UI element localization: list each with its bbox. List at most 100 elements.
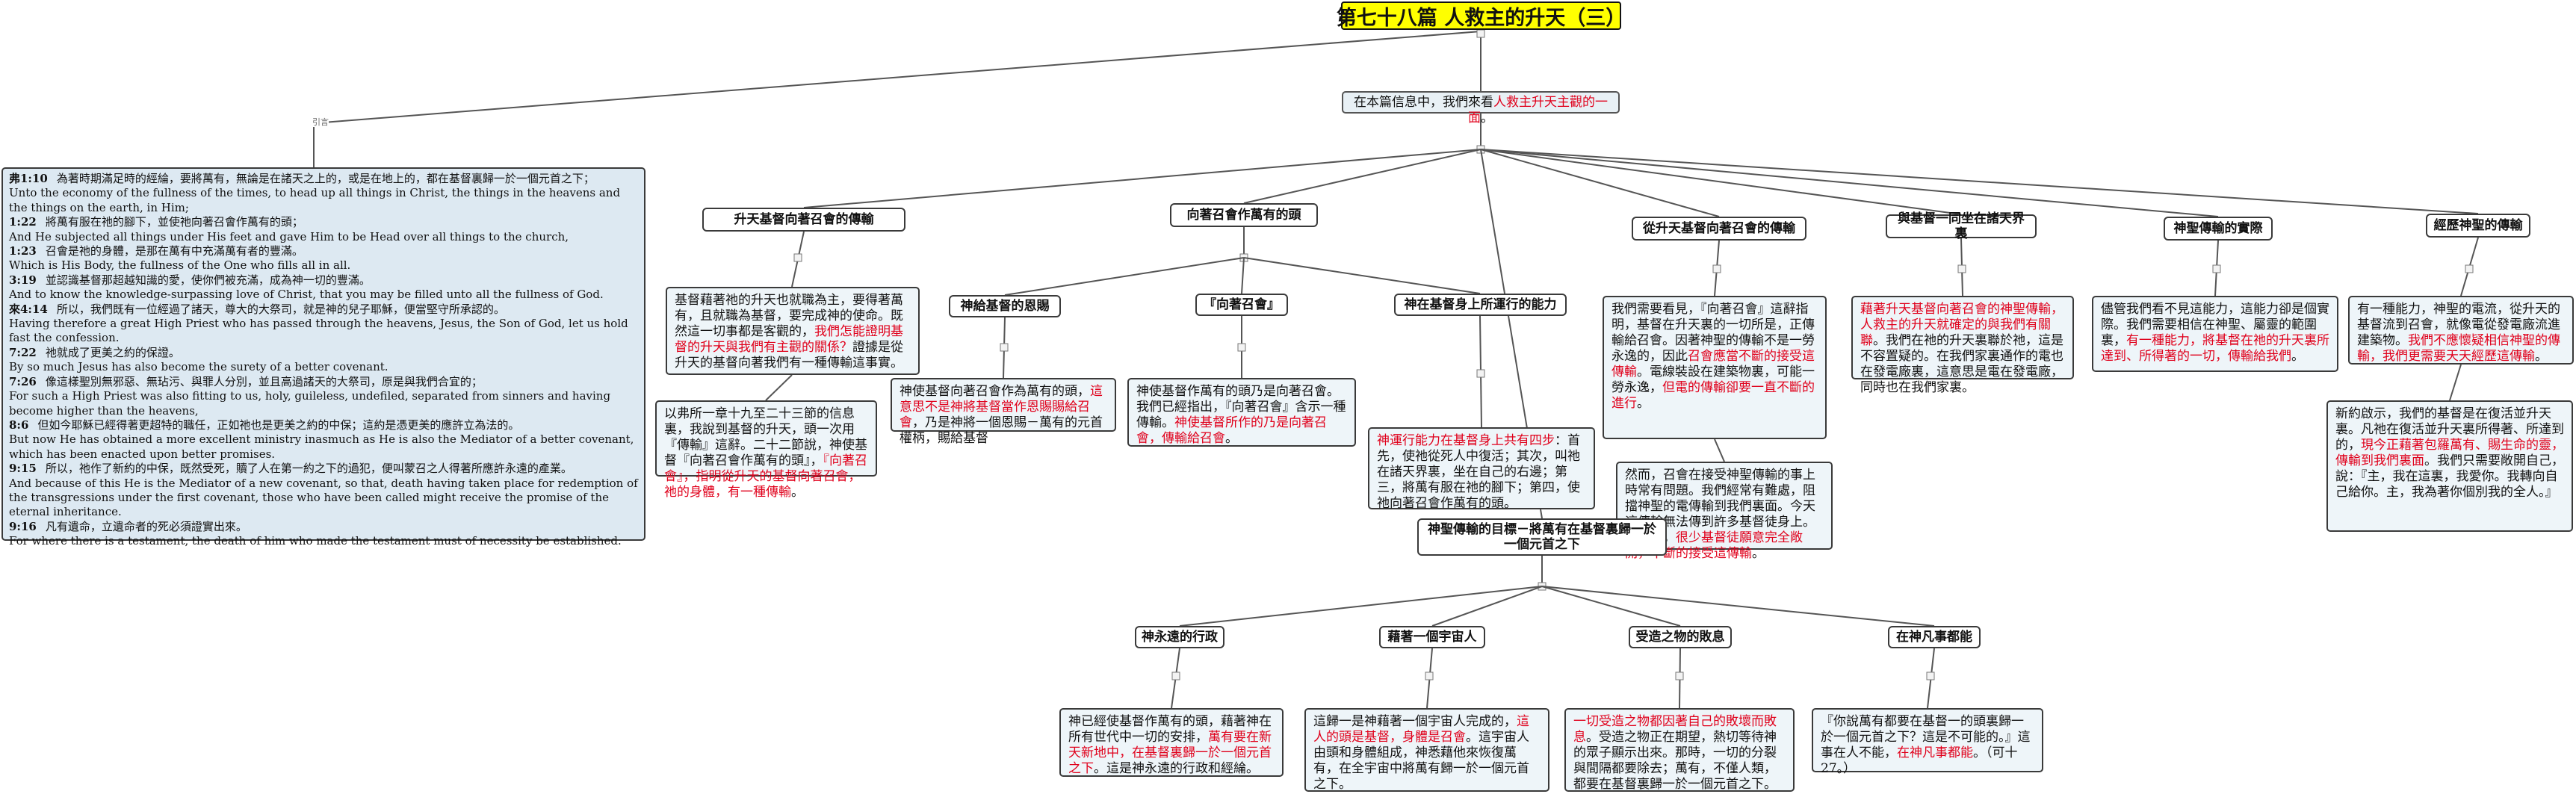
- verse-ref: 弗1:10: [9, 172, 48, 185]
- verse-english: For where there is a testament, the deat…: [9, 534, 622, 548]
- verse-chinese: 為著時期滿足時的經綸，要將萬有，無論是在諸天之上的，或是在地上的，都在基督裏歸一…: [56, 172, 595, 185]
- expand-knob-icon[interactable]: [1712, 264, 1721, 273]
- verse-english: And to know the knowledge-surpassing lov…: [9, 288, 604, 302]
- g1-post: 。這是神永遠的行政和經綸。: [1094, 761, 1259, 776]
- branch-label-experience-transmission[interactable]: 經歷神聖的傳輸: [2426, 214, 2530, 238]
- g1-pre: 神已經使基督作萬有的頭，藉著神在所有世代中一切的安排，: [1068, 714, 1272, 745]
- expand-knob-icon[interactable]: [1000, 343, 1009, 352]
- verse-english: By so much Jesus has also become the sur…: [9, 360, 388, 374]
- scripture-verses-panel[interactable]: 弗1:10 為著時期滿足時的經綸，要將萬有，無論是在諸天之上的，或是在地上的，都在…: [1, 167, 645, 548]
- b6t2-post: 。我們只需要敞開自己，說：『主，我在這裏，我愛你。我轉向自己給你。主，我為著你個…: [2335, 453, 2564, 500]
- verse-english: For such a High Priest was also fitting …: [9, 389, 611, 418]
- s3-post: ：首先，使祂從死人中復活；其次，叫祂在諸天界裏，坐在自己的右邊；第三，將萬有服在…: [1377, 433, 1580, 511]
- branch4-text1[interactable]: 藉著升天基督向著召會的神聖傳輸，人救主的升天就確定的與我們有關聯。我們在祂的升天…: [1851, 296, 2074, 395]
- expand-knob-icon[interactable]: [1171, 672, 1180, 680]
- b3t2-post: 。: [1752, 546, 1765, 561]
- goal-sub-text-universal-man[interactable]: 這歸一是神藉著一個宇宙人完成的，這人的頭是基督，身體是召會。這宇宙人由頭和身體組…: [1304, 708, 1549, 792]
- intro-pre: 在本篇信息中，我們來看: [1354, 95, 1493, 110]
- expand-knob-icon[interactable]: [793, 253, 802, 262]
- branch5-text1[interactable]: 儘管我們看不見這能力，這能力卻是個實際。我們需要相信在神聖、屬靈的範圍裏，有一種…: [2092, 296, 2338, 372]
- branch3-text1[interactable]: 我們需要看見，『向著召會』這辭指明，基督在升天裏的一切所是，正傳輸給召會。因著神…: [1603, 296, 1827, 439]
- b6t1-red: 我們不應懷疑相信神聖的傳輸，我們更需要天天經歷這傳輸: [2357, 333, 2560, 364]
- expand-knob-icon[interactable]: [2465, 264, 2474, 273]
- b1t1-post: 證據是從升天的基督向著我們有一種傳輸這事實。: [675, 340, 903, 370]
- b1t2-red: 『向著召會』，指明從升天的基督向著召會，祂的身體，有一種傳輸: [664, 453, 867, 500]
- intro-statement[interactable]: 在本篇信息中，我們來看人救主升天主觀的一面。: [1342, 91, 1620, 125]
- sub-text-power-operated[interactable]: 神運行能力在基督身上共有四步：首先，使祂從死人中復活；其次，叫祂在諸天界裏，坐在…: [1368, 427, 1595, 511]
- sub-label-to-the-church[interactable]: 『向著召會』: [1195, 294, 1288, 316]
- s2-red: 神使基督所作的乃是向著召會，傳輸給召會: [1136, 415, 1327, 446]
- g2-pre: 這歸一是神藉著一個宇宙人完成的，: [1313, 714, 1517, 729]
- sub-label-gift[interactable]: 神給基督的恩賜: [949, 295, 1061, 317]
- g4-post: 。（可十27。）: [1821, 745, 2018, 776]
- hub-to-branch: [1480, 149, 1962, 215]
- verse-chinese: 祂就成了更美之約的保證。: [45, 345, 180, 359]
- expand-knob-icon[interactable]: [1237, 343, 1246, 352]
- intro-post: 。: [1481, 111, 1493, 125]
- goal-hub-to-sub: [1541, 586, 1935, 627]
- g4-red: 在神凡事都能: [1897, 745, 1973, 760]
- branch6-text1[interactable]: 有一種能力，神聖的電流，從升天的基督流到召會，就像電從發電廠流進建築物。我們不應…: [2348, 296, 2574, 365]
- g1-red: 萬有要在新天新地中，在基督裏歸一於一個元首之下: [1068, 730, 1272, 776]
- verse-row: 弗1:10 為著時期滿足時的經綸，要將萬有，無論是在諸天之上的，或是在地上的，都在…: [9, 172, 638, 215]
- verse-chinese: 所以，我們既有一位經過了諸天，尊大的大祭司，就是神的兒子耶穌，便當堅守所承認的。: [56, 302, 505, 316]
- expand-knob-icon[interactable]: [1476, 29, 1485, 38]
- expand-knob-icon[interactable]: [1476, 369, 1485, 378]
- b3t1-mid: 。電線裝設在建築物裏，可能一勞永逸，: [1611, 365, 1815, 395]
- goal-sub-text-creation-sighing[interactable]: 一切受造之物都因著自己的敗壞而敗息。受造之物正在期望，熱切等待神的眾子顯示出來。…: [1564, 708, 1795, 792]
- branch-label-seated-in-heavenlies[interactable]: 與基督一同坐在諸天界裏: [1886, 211, 2037, 241]
- expand-knob-icon[interactable]: [2212, 264, 2221, 273]
- sub-label-power-operated[interactable]: 神在基督身上所運行的能力: [1394, 294, 1567, 316]
- goal-sub-text-all-things-possible[interactable]: 『你說萬有都要在基督一的頭裏歸一於一個元首之下？這是不可能的。』這事在人不能，在…: [1812, 708, 2043, 776]
- s3-red: 神運行能力在基督身上共有四步: [1377, 433, 1555, 448]
- expand-knob-icon[interactable]: [1425, 672, 1434, 680]
- expand-knob-icon[interactable]: [1926, 672, 1935, 680]
- sub-text-gift[interactable]: 神使基督向著召會作為萬有的頭，這意思不是神將基督當作恩賜賜給召會，乃是神將一個恩…: [891, 378, 1116, 446]
- verse-ref: 9:15: [9, 462, 37, 476]
- branch6-text2[interactable]: 新約啟示，我們的基督是在復活並升天裏。凡祂在復活並升天裏所得著、所達到的，現今正…: [2326, 400, 2573, 532]
- branch-label-reality-of-transmission[interactable]: 神聖傳輸的實際: [2164, 217, 2273, 241]
- verse-chinese: 召會是祂的身體，是那在萬有中充滿萬有者的豐滿。: [45, 244, 303, 258]
- branch1-text2[interactable]: 以弗所一章十九至二十三節的信息裏，我說到基督的升天，頭一次用『傳輸』這辭。二十二…: [655, 400, 877, 500]
- s1-pre: 神使基督向著召會作為萬有的頭，: [900, 384, 1090, 399]
- b1t2-pre: 以弗所一章十九至二十三節的信息裏，我說到基督的升天，頭一次用『傳輸』這辭。二十二…: [664, 406, 867, 468]
- connector-label-yinzi: 引言: [312, 117, 329, 127]
- expand-knob-icon[interactable]: [1675, 672, 1684, 680]
- branch-label-head-over-all[interactable]: 向著召會作萬有的頭: [1170, 203, 1318, 227]
- goal-sub-label-universal-man[interactable]: 藉著一個宇宙人: [1379, 626, 1485, 648]
- goal-sub-label-administration[interactable]: 神永遠的行政: [1135, 626, 1224, 648]
- b2-to-church: [1241, 257, 1245, 294]
- g3-post: 。受造之物正在期望，熱切等待神的眾子顯示出來。那時，一切的分裂與間隔都要除去；萬…: [1573, 730, 1777, 792]
- goal-sub-text-administration[interactable]: 神已經使基督作萬有的頭，藉著神在所有世代中一切的安排，萬有要在新天新地中，在基督…: [1059, 708, 1284, 777]
- verse-ref: 8:6: [9, 418, 29, 432]
- expand-knob-icon[interactable]: [1957, 264, 1966, 273]
- b4t1-red: 藉著升天基督向著召會的神聖傳輸，人救主的升天就確定的與我們有關聯: [1860, 302, 2063, 348]
- b6t2-pre: 新約啟示，我們的基督是在復活並升天裏。凡祂在復活並升天裏所得著、所達到的，: [2335, 406, 2564, 453]
- goal-sub-label-creation-sighing[interactable]: 受造之物的敗息: [1629, 626, 1732, 648]
- verse-english: Having therefore a great High Priest who…: [9, 317, 628, 345]
- goal-sub-label-all-things-possible[interactable]: 在神凡事都能: [1888, 626, 1981, 648]
- b6-text1-to-text2: [2449, 364, 2462, 401]
- verse-chinese: 凡有遺命，立遺命者的死必須證實出來。: [45, 519, 247, 533]
- goal-label[interactable]: 神聖傳輸的目標－將萬有在基督裏歸一於一個元首之下: [1417, 518, 1667, 556]
- s1-red: 這意思不是神將基督當作恩賜賜給召會: [900, 384, 1103, 430]
- goal-hub-to-sub: [1431, 586, 1543, 627]
- verse-ref: 9:16: [9, 519, 37, 533]
- verse-ref: 1:23: [9, 244, 37, 258]
- branch-label-ascended-transmission[interactable]: 升天基督向著召會的傳輸: [702, 208, 905, 232]
- branch1-text1[interactable]: 基督藉著祂的升天也就職為主，要得著萬有，且就職為基督，要完成神的使命。既然這一切…: [666, 287, 920, 375]
- sub-text-to-the-church[interactable]: 神使基督作萬有的頭乃是向著召會。我們已經指出，『向著召會』含示一種傳輸。神使基督…: [1127, 378, 1356, 447]
- root-to-verses: [313, 31, 1481, 124]
- mindmap-root-title[interactable]: 第七十八篇 人救主的升天（三）: [1337, 1, 1626, 30]
- s2-pre: 神使基督作萬有的頭乃是向著召會。我們已經指出，『向著召會』含示一種傳輸。: [1136, 384, 1346, 430]
- verse-chinese: 將萬有服在祂的腳下，並使祂向著召會作萬有的頭；: [45, 215, 303, 229]
- b2-to-gift: [1004, 257, 1245, 296]
- goal-hub-to-sub: [1179, 586, 1543, 627]
- branch-label-transmission-from-ascended[interactable]: 從升天基督向著召會的傳輸: [1632, 217, 1806, 241]
- hub-to-branch: [1480, 149, 2479, 214]
